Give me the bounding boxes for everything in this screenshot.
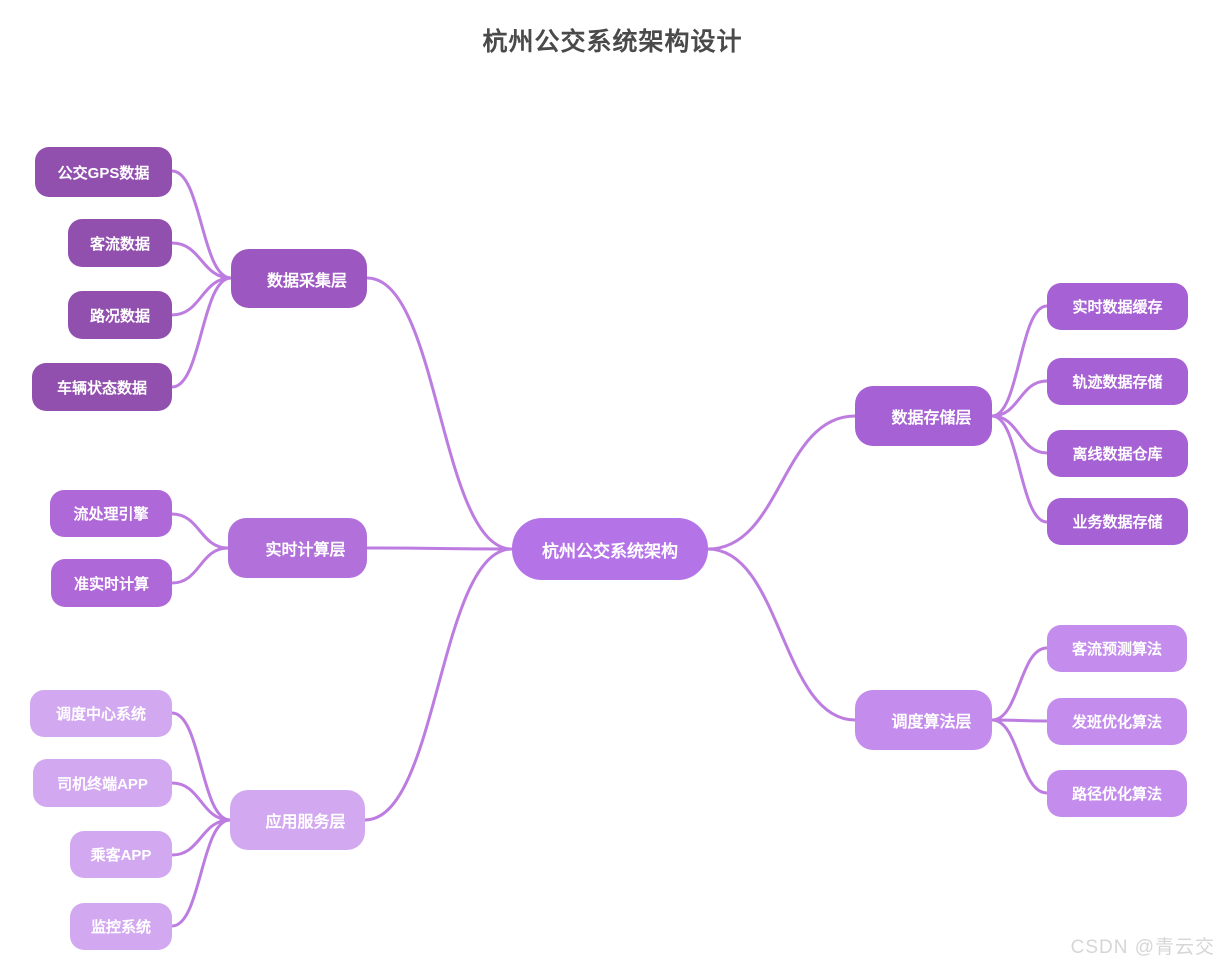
edge xyxy=(170,276,233,389)
leaf-stream-processing-engine[interactable]: 流处理引擎 xyxy=(50,490,172,537)
leaf-trajectory-data-storage[interactable]: 轨迹数据存储 xyxy=(1047,358,1188,405)
edge xyxy=(170,276,233,317)
edge xyxy=(990,304,1049,418)
edge xyxy=(706,547,857,722)
edge xyxy=(170,546,230,585)
leaf-bus-gps-data[interactable]: 公交GPS数据 xyxy=(35,147,172,197)
page-title: 杭州公交系统架构设计 xyxy=(482,28,743,56)
leaf-passenger-flow-prediction-algorithm[interactable]: 客流预测算法 xyxy=(1047,625,1187,672)
edge xyxy=(170,169,233,280)
edge xyxy=(706,414,857,551)
leaf-realtime-data-cache[interactable]: 实时数据缓存 xyxy=(1047,283,1188,330)
edge xyxy=(990,646,1049,722)
edge xyxy=(170,781,232,822)
edge xyxy=(170,818,232,928)
edge xyxy=(170,512,230,550)
branch-data-collection[interactable]: 数据采集层 xyxy=(231,249,367,308)
leaf-dispatch-center-system[interactable]: 调度中心系统 xyxy=(30,690,172,737)
branch-scheduling-algorithm[interactable]: 调度算法层 xyxy=(855,690,992,750)
branch-realtime-computing[interactable]: 实时计算层 xyxy=(228,518,367,578)
leaf-passenger-app[interactable]: 乘客APP xyxy=(70,831,172,878)
leaf-near-realtime-computing[interactable]: 准实时计算 xyxy=(51,559,172,607)
edge xyxy=(990,718,1049,795)
edge xyxy=(365,276,514,551)
edge xyxy=(170,711,232,822)
leaf-offline-data-warehouse[interactable]: 离线数据仓库 xyxy=(1047,430,1188,477)
edge xyxy=(365,546,514,551)
edge xyxy=(990,414,1049,455)
branch-application-service[interactable]: 应用服务层 xyxy=(230,790,365,850)
leaf-vehicle-status-data[interactable]: 车辆状态数据 xyxy=(32,363,172,411)
edge xyxy=(170,818,232,857)
leaf-departure-optimization-algorithm[interactable]: 发班优化算法 xyxy=(1047,698,1187,745)
leaf-passenger-flow-data[interactable]: 客流数据 xyxy=(68,219,172,267)
edge xyxy=(170,241,233,280)
leaf-driver-terminal-app[interactable]: 司机终端APP xyxy=(33,759,172,807)
edge xyxy=(363,547,514,822)
node-root[interactable]: 杭州公交系统架构 xyxy=(512,518,708,580)
leaf-monitoring-system[interactable]: 监控系统 xyxy=(70,903,172,950)
edge xyxy=(990,414,1049,524)
edge xyxy=(990,379,1049,418)
leaf-business-data-storage[interactable]: 业务数据存储 xyxy=(1047,498,1188,545)
watermark: CSDN @青云交 xyxy=(1070,937,1215,958)
leaf-route-optimization-algorithm[interactable]: 路径优化算法 xyxy=(1047,770,1187,817)
branch-data-storage[interactable]: 数据存储层 xyxy=(855,386,992,446)
leaf-road-condition-data[interactable]: 路况数据 xyxy=(68,291,172,339)
